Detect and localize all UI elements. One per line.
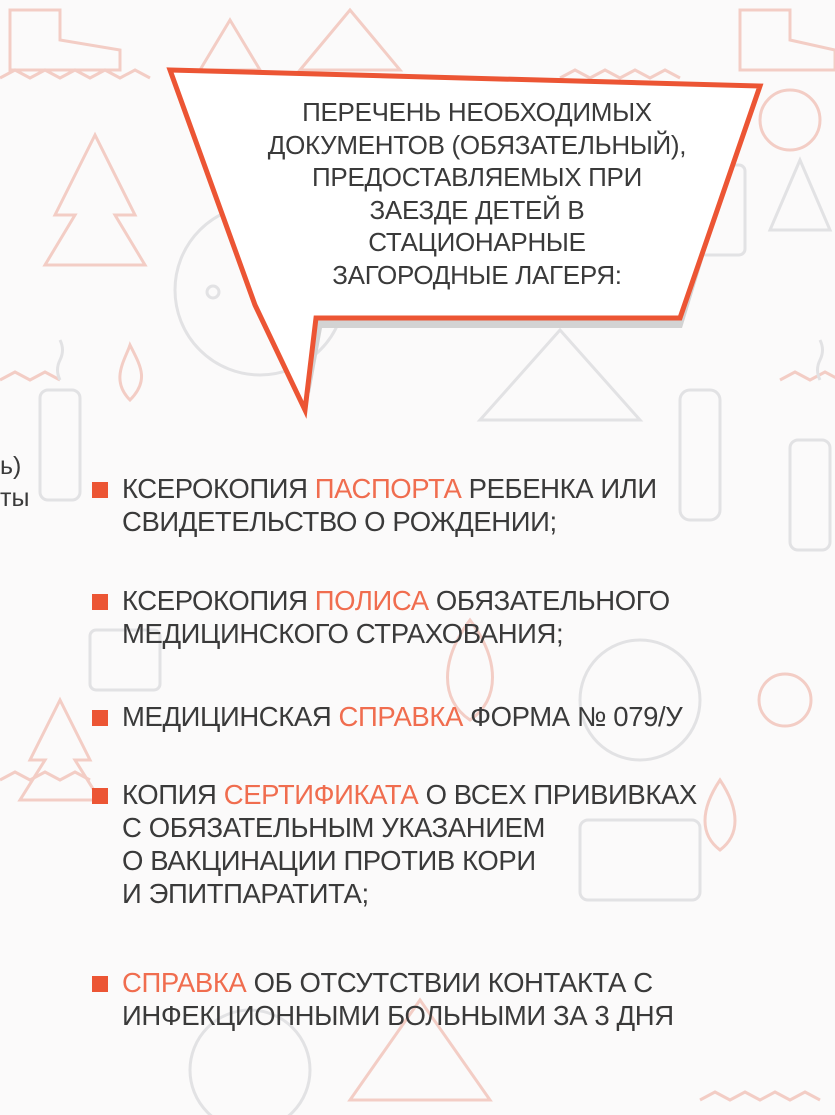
box-icon <box>88 628 162 692</box>
boot-icon <box>8 8 122 72</box>
tree-icon <box>42 131 148 267</box>
item-highlight: ПАСПОРТА <box>314 473 462 504</box>
box-icon <box>578 818 702 902</box>
side-text-fragment: ты <box>0 484 30 512</box>
boot-icon <box>738 8 835 72</box>
tree-icon <box>767 156 833 232</box>
item-text: ОБЯЗАТЕЛЬНОГО <box>428 585 670 616</box>
item-text: С ОБЯЗАТЕЛЬНЫМ УКАЗАНИЕМ <box>122 812 546 843</box>
item-text: ФОРМА № 079/У <box>462 701 683 732</box>
drop-icon <box>446 617 494 722</box>
item-text: ОБ ОТСУТСТВИИ КОНТАКТА С <box>246 967 653 998</box>
callout-title-line: ЗАЕЗДЕ ДЕТЕЙ В <box>369 194 585 225</box>
item-highlight: СПРАВКА <box>122 967 247 998</box>
flame-icon <box>118 341 144 403</box>
callout-title-line: СТАЦИОНАРНЫЕ <box>368 227 586 257</box>
item-text: МЕДИЦИНСКОГО СТРАХОВАНИЯ; <box>122 618 564 649</box>
bullet-square-icon <box>92 976 108 992</box>
tent-icon <box>476 327 644 422</box>
callout-title-line: ЗАГОРОДНЫЕ ЛАГЕРЯ: <box>332 259 622 290</box>
item-text: ИНФЕКЦИОННЫМИ БОЛЬНЫМИ ЗА 3 ДНЯ <box>122 1000 674 1031</box>
compass-icon <box>578 638 702 762</box>
item-highlight: СЕРТИФИКАТА <box>223 779 419 810</box>
ring-icon <box>757 672 813 728</box>
bullet-square-icon <box>92 710 108 726</box>
bottle-icon <box>678 388 722 522</box>
thermos-icon <box>788 438 832 552</box>
item-text: О ВАКЦИНАЦИИ ПРОТИВ КОРИ <box>122 845 536 876</box>
callout-title-line: ПЕРЕЧЕНЬ НЕОБХОДИМЫХ <box>302 97 652 127</box>
item-text: КОПИЯ <box>122 779 224 810</box>
bullet-square-icon <box>92 482 108 498</box>
tent-icon <box>347 997 493 1102</box>
item-text: МЕДИЦИНСКАЯ <box>122 701 339 732</box>
drop-icon <box>703 777 737 852</box>
compass-icon <box>188 1008 312 1115</box>
item-highlight: ПОЛИСА <box>314 585 429 616</box>
item-text: СВИДЕТЕЛЬСТВО О РОЖДЕНИИ; <box>122 506 557 537</box>
callout-title-line: ПРЕДОСТАВЛЯЕМЫХ ПРИ <box>312 162 642 192</box>
item-highlight: СПРАВКА <box>338 701 464 732</box>
item-text: РЕБЕНКА ИЛИ <box>461 473 658 504</box>
item-text: КСЕРОКОПИЯ <box>122 585 315 616</box>
item-text: И ЭПИТПАРАТИТА; <box>122 878 369 909</box>
bullet-square-icon <box>92 594 108 610</box>
side-text-fragment: ь) <box>0 452 22 480</box>
callout-title-line: ДОКУМЕНТОВ (ОБЯЗАТЕЛЬНЫЙ), <box>267 129 687 160</box>
thermos-icon <box>38 388 82 502</box>
item-text: О ВСЕХ ПРИВИВКАХ <box>418 779 698 810</box>
callout-title: ПЕРЕЧЕНЬ НЕОБХОДИМЫХ ДОКУМЕНТОВ (ОБЯЗАТЕ… <box>212 96 742 291</box>
tent-icon <box>296 7 404 72</box>
tree-icon <box>17 696 103 802</box>
bullet-square-icon <box>92 788 108 804</box>
ring-icon <box>758 88 822 152</box>
item-text: КСЕРОКОПИЯ <box>122 473 315 504</box>
